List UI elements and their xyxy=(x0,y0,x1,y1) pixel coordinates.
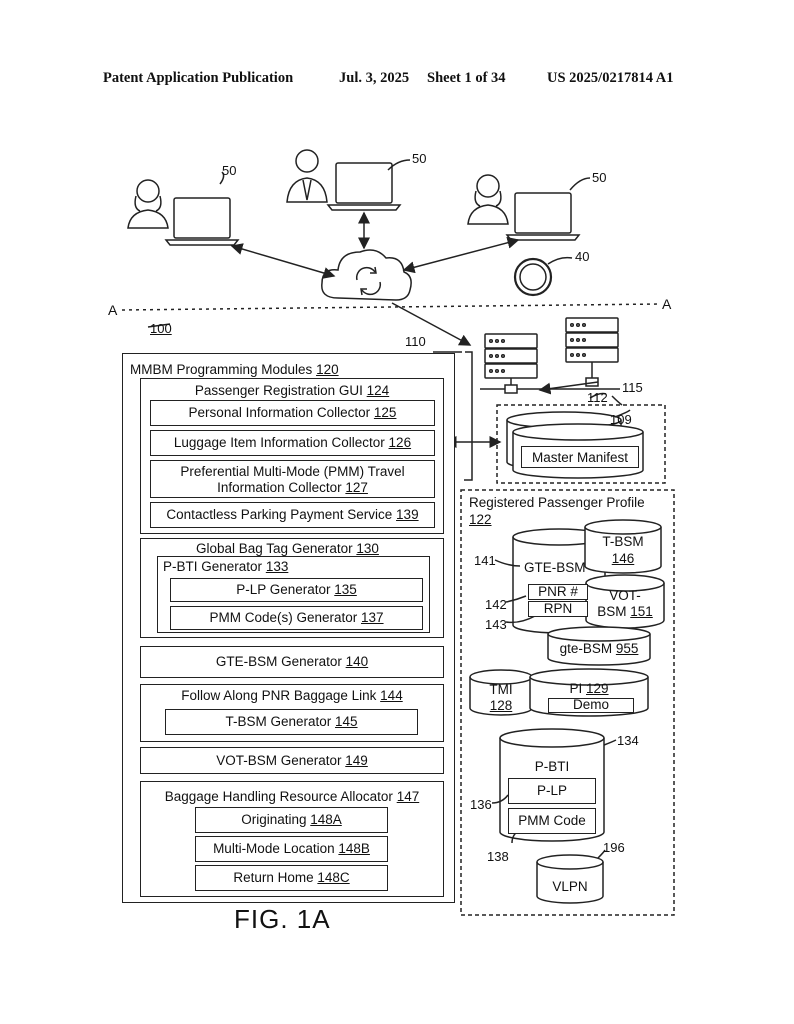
rpn-field xyxy=(528,601,588,617)
vot-bsm-label-line1: VOT- xyxy=(609,588,641,603)
vot-bsm-database xyxy=(585,574,665,629)
server-icon-right xyxy=(565,317,619,363)
follow-along-label: Follow Along PNR Baggage Link 144 xyxy=(181,688,403,703)
user-icon-center xyxy=(286,149,328,203)
luggage-info-collector xyxy=(150,430,435,456)
t-bsm-number: 146 xyxy=(611,551,635,566)
profile-title: Registered Passenger Profile xyxy=(469,495,645,510)
global-bag-tag-label: Global Bag Tag Generator 130 xyxy=(196,541,379,556)
master-manifest-label-box xyxy=(521,446,639,468)
t-bsm-database xyxy=(584,519,662,574)
pmm-info-label-line1: Preferential Multi-Mode (PMM) Travel xyxy=(180,464,405,479)
tmi-label: TMI xyxy=(489,682,513,697)
vot-bsm-label-line2: BSM 151 xyxy=(597,604,653,619)
tmi-number: 128 xyxy=(489,698,513,713)
ref-plp: 136 xyxy=(470,797,492,812)
gui-title: Passenger Registration GUI 124 xyxy=(194,383,390,398)
originating-label: Originating 148A xyxy=(241,812,342,827)
p-lp-generator xyxy=(170,578,423,602)
laptop-icon-right xyxy=(505,192,581,241)
server-icon-left xyxy=(484,333,538,379)
pmm-code-field xyxy=(508,808,596,834)
vlpn-label: VLPN xyxy=(552,879,588,894)
figure-label: FIG. 1A xyxy=(234,904,331,934)
ref-user-c: 50 xyxy=(592,170,607,185)
publication-date: Jul. 3, 2025 xyxy=(339,70,410,86)
allocator-label: Baggage Handling Resource Allocator 147 xyxy=(164,789,420,804)
ref-system: 100 xyxy=(150,321,172,336)
contactless-parking-service xyxy=(150,502,435,528)
p-bti-generator-label: P-BTI Generator 133 xyxy=(163,559,289,574)
luggage-info-label: Luggage Item Information Collector 126 xyxy=(173,435,412,450)
gte-bsm-generator-label: GTE-BSM Generator 140 xyxy=(215,654,369,669)
pmm-info-collector xyxy=(150,460,435,498)
gte-bsm-lower-label: gte-BSM 955 xyxy=(559,641,639,656)
pnr-label: PNR # xyxy=(538,584,578,599)
section-label-right: A xyxy=(662,296,672,312)
rpn-label: RPN xyxy=(543,601,573,616)
p-bti-label: P-BTI xyxy=(534,759,570,774)
ref-gte-db: 141 xyxy=(474,553,496,568)
multi-mode-location-label: Multi-Mode Location 148B xyxy=(213,841,370,856)
laptop-icon-center xyxy=(326,162,402,211)
ref-user-b: 50 xyxy=(412,151,427,166)
ref-db-group: 115 xyxy=(622,380,643,395)
ref-user-a: 50 xyxy=(222,163,237,178)
ref-pnr: 142 xyxy=(485,597,507,612)
user-icon-right xyxy=(467,174,509,225)
originating-allocator xyxy=(195,807,388,833)
p-bti-database xyxy=(499,728,605,842)
p-lp-field xyxy=(508,778,596,804)
ref-rpn: 143 xyxy=(485,617,507,632)
patent-number: US 2025/0217814 A1 xyxy=(547,70,674,86)
pmm-code-label: PMM Code xyxy=(518,813,586,828)
pmm-code-generator-label: PMM Code(s) Generator 137 xyxy=(209,610,384,625)
gte-bsm-generator xyxy=(140,646,444,678)
t-bsm-label: T-BSM xyxy=(602,534,644,549)
sheet-number: Sheet 1 of 34 xyxy=(427,70,506,86)
ring-icon xyxy=(513,257,553,297)
pi-label: PI 129 xyxy=(569,681,609,696)
gte-bsm-label: GTE-BSM xyxy=(524,560,586,575)
ref-vlpn: 196 xyxy=(603,840,625,855)
multi-mode-location-allocator xyxy=(195,836,388,862)
publication-label: Patent Application Publication xyxy=(103,70,294,86)
vot-bsm-generator-label: VOT-BSM Generator 149 xyxy=(216,753,368,768)
p-lp-generator-label: P-LP Generator 135 xyxy=(236,582,357,597)
gte-bsm-lower-database xyxy=(547,626,651,666)
laptop-icon-left xyxy=(164,197,240,246)
cloud-icon xyxy=(321,249,412,301)
p-lp-label: P-LP xyxy=(536,783,567,798)
user-icon-left xyxy=(127,179,169,229)
parking-label: Contactless Parking Payment Service 139 xyxy=(166,507,419,522)
return-home-allocator xyxy=(195,865,388,891)
vot-bsm-generator xyxy=(140,747,444,774)
pnr-field xyxy=(528,584,588,600)
demo-field xyxy=(548,698,634,713)
ref-manifest-db: 109 xyxy=(610,412,632,427)
ref-pbti: 134 xyxy=(617,733,639,748)
ref-ring: 40 xyxy=(575,249,590,264)
mmbm-modules-title: MMBM Programming Modules 120 xyxy=(130,362,339,377)
personal-info-collector xyxy=(150,400,435,426)
return-home-label: Return Home 148C xyxy=(233,870,350,885)
ref-pmm: 138 xyxy=(487,849,509,864)
profile-number: 122 xyxy=(469,512,492,527)
master-manifest-label: Master Manifest xyxy=(531,450,629,465)
ref-network-node: 112 xyxy=(587,390,608,405)
ref-servers: 110 xyxy=(405,334,426,349)
section-label-left: A xyxy=(108,302,118,318)
pmm-code-generator xyxy=(170,606,423,630)
pmm-info-label-line2: Information Collector 127 xyxy=(217,480,368,495)
vlpn-database xyxy=(536,854,604,904)
personal-info-label: Personal Information Collector 125 xyxy=(188,405,397,420)
t-bsm-generator xyxy=(165,709,418,735)
t-bsm-generator-label: T-BSM Generator 145 xyxy=(225,714,358,729)
demo-label: Demo xyxy=(572,697,609,712)
